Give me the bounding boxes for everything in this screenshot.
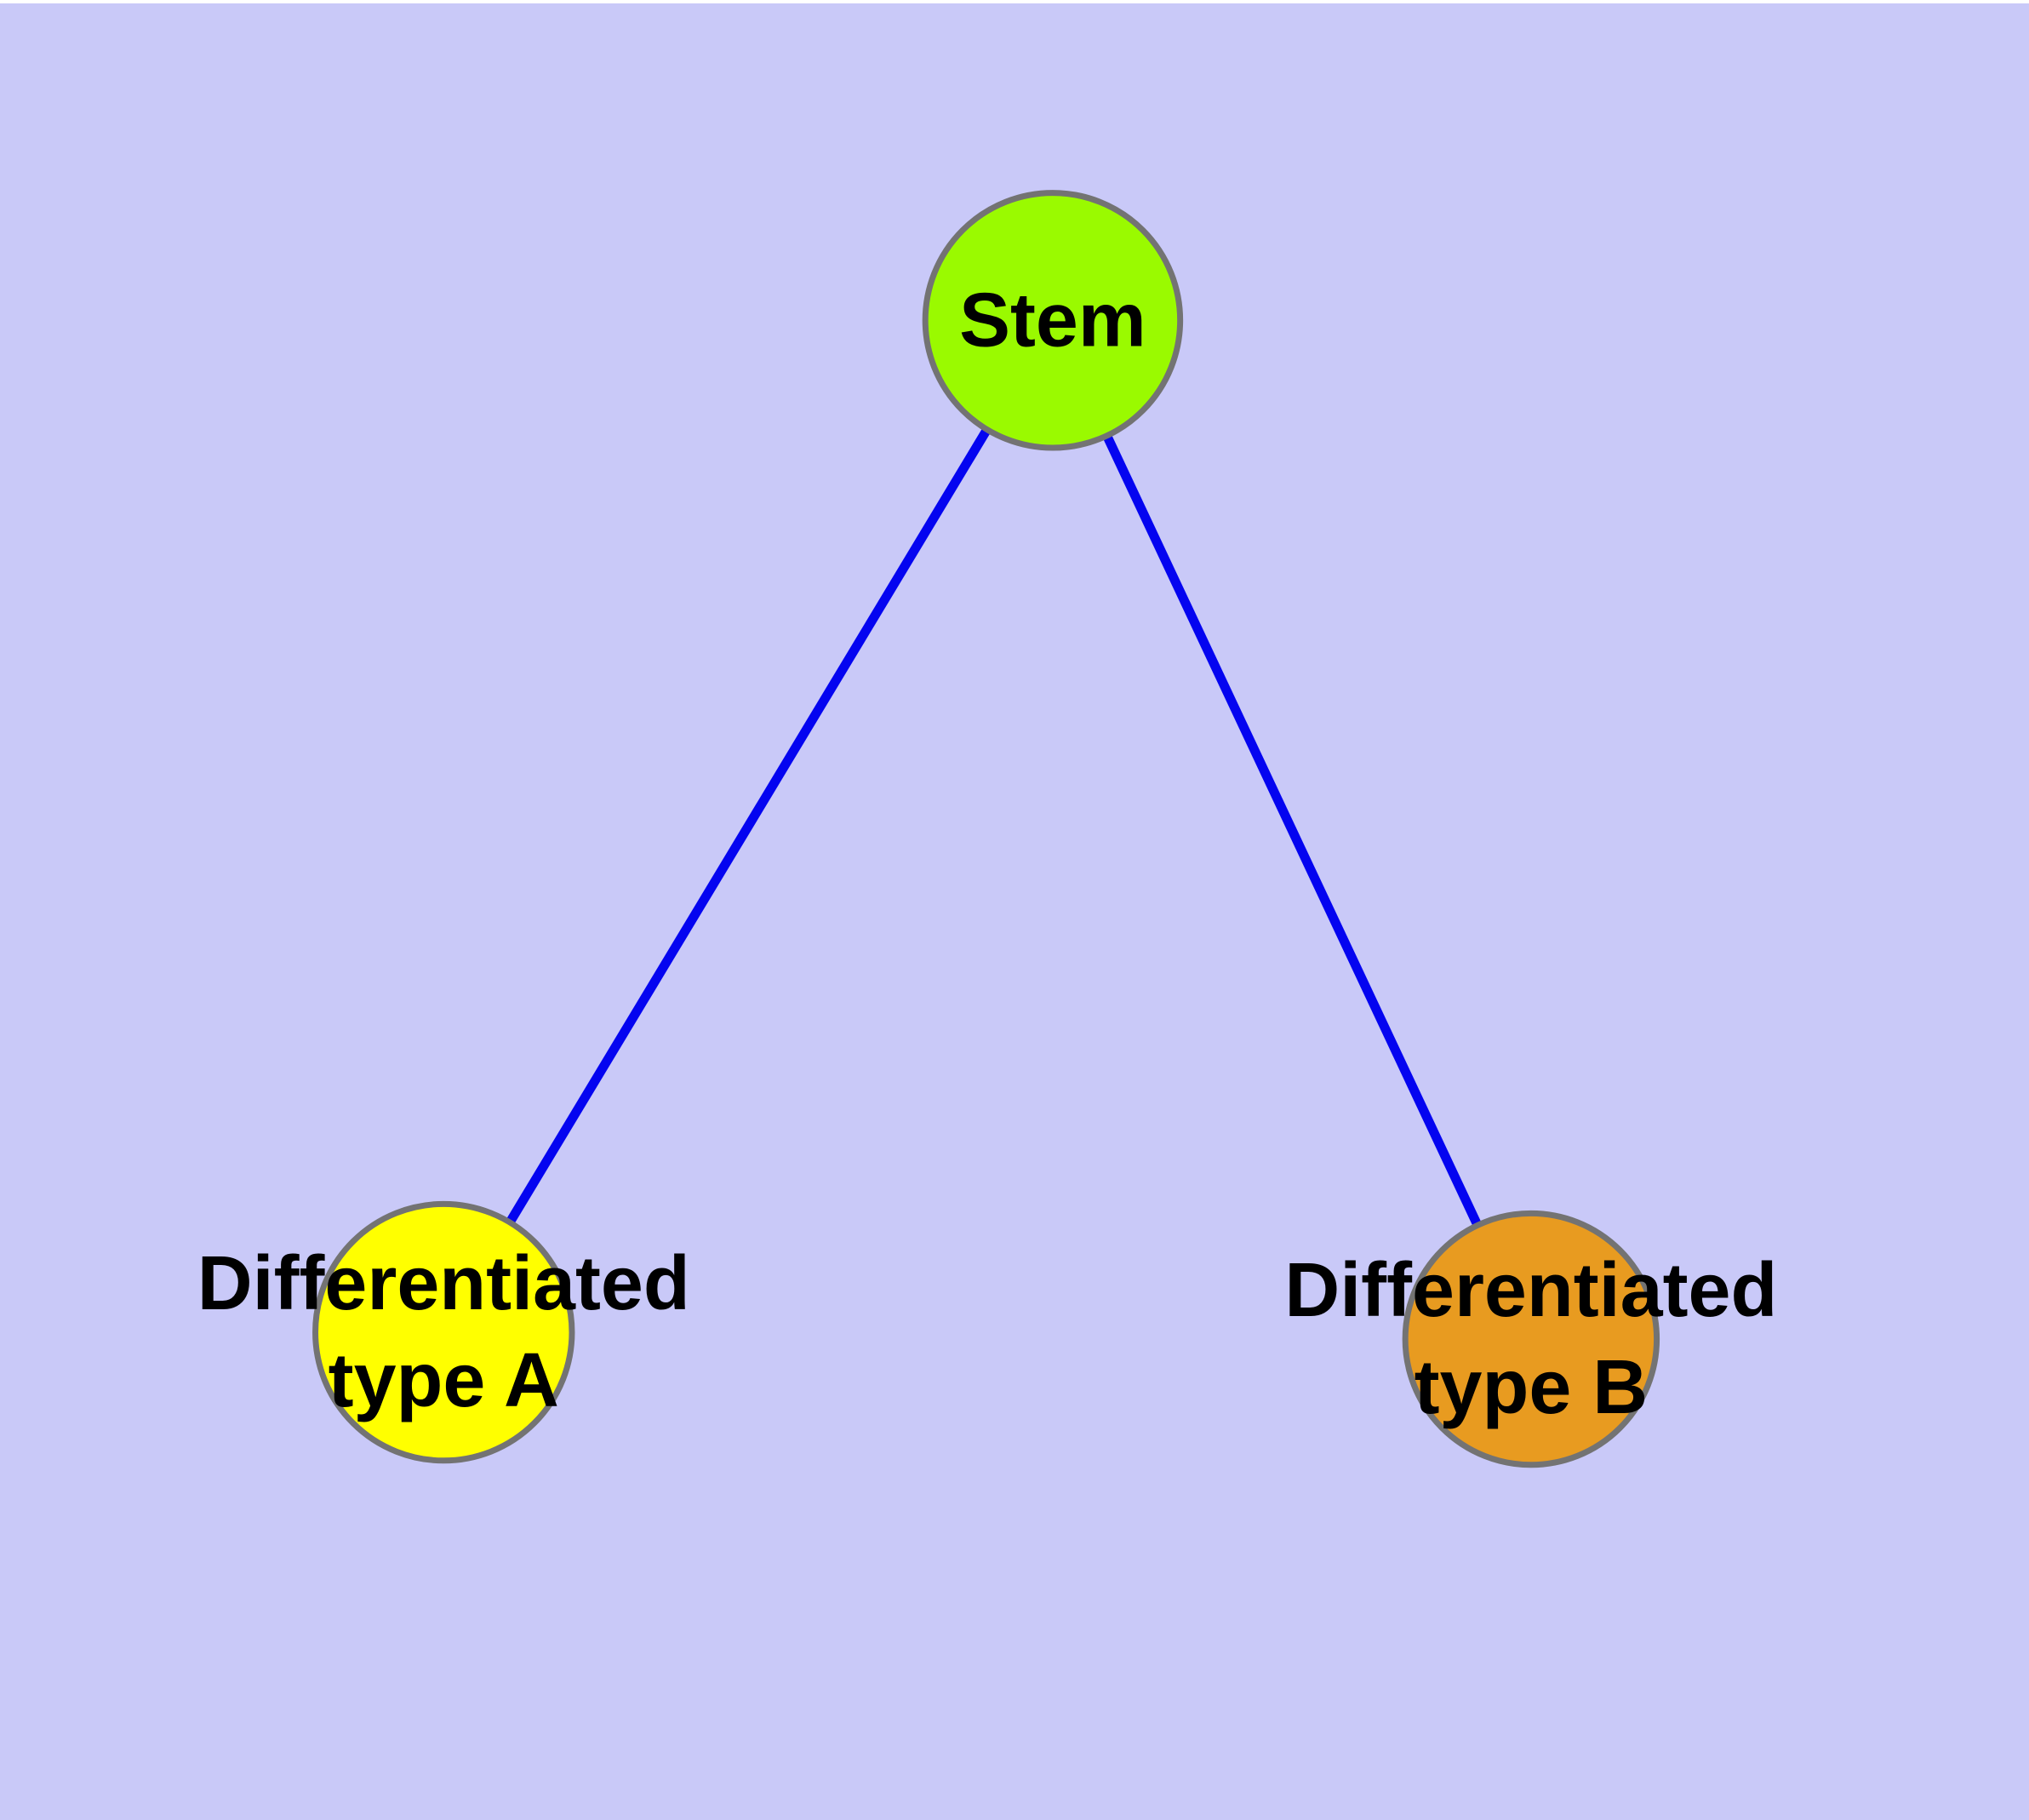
node-label-type-a-line-2: type A — [329, 1338, 559, 1423]
edge-stem-to-type-a — [439, 318, 1057, 1335]
edge-stem-to-type-b — [1048, 318, 1535, 1342]
node-label-type-a-line-1: Differentiated — [197, 1241, 690, 1326]
node-type-b: Differentiated type B — [1284, 1210, 1777, 1468]
node-label-type-b-line-2: type B — [1415, 1345, 1649, 1430]
node-type-a: Differentiated type A — [197, 1200, 690, 1464]
node-circle-stem — [922, 190, 1184, 451]
node-label-type-b-line-1: Differentiated — [1284, 1248, 1777, 1333]
node-circle-type-b — [1402, 1210, 1660, 1468]
node-stem: Stem — [922, 190, 1184, 451]
node-label-stem-line-1: Stem — [959, 278, 1146, 363]
node-circle-type-a — [312, 1200, 575, 1464]
